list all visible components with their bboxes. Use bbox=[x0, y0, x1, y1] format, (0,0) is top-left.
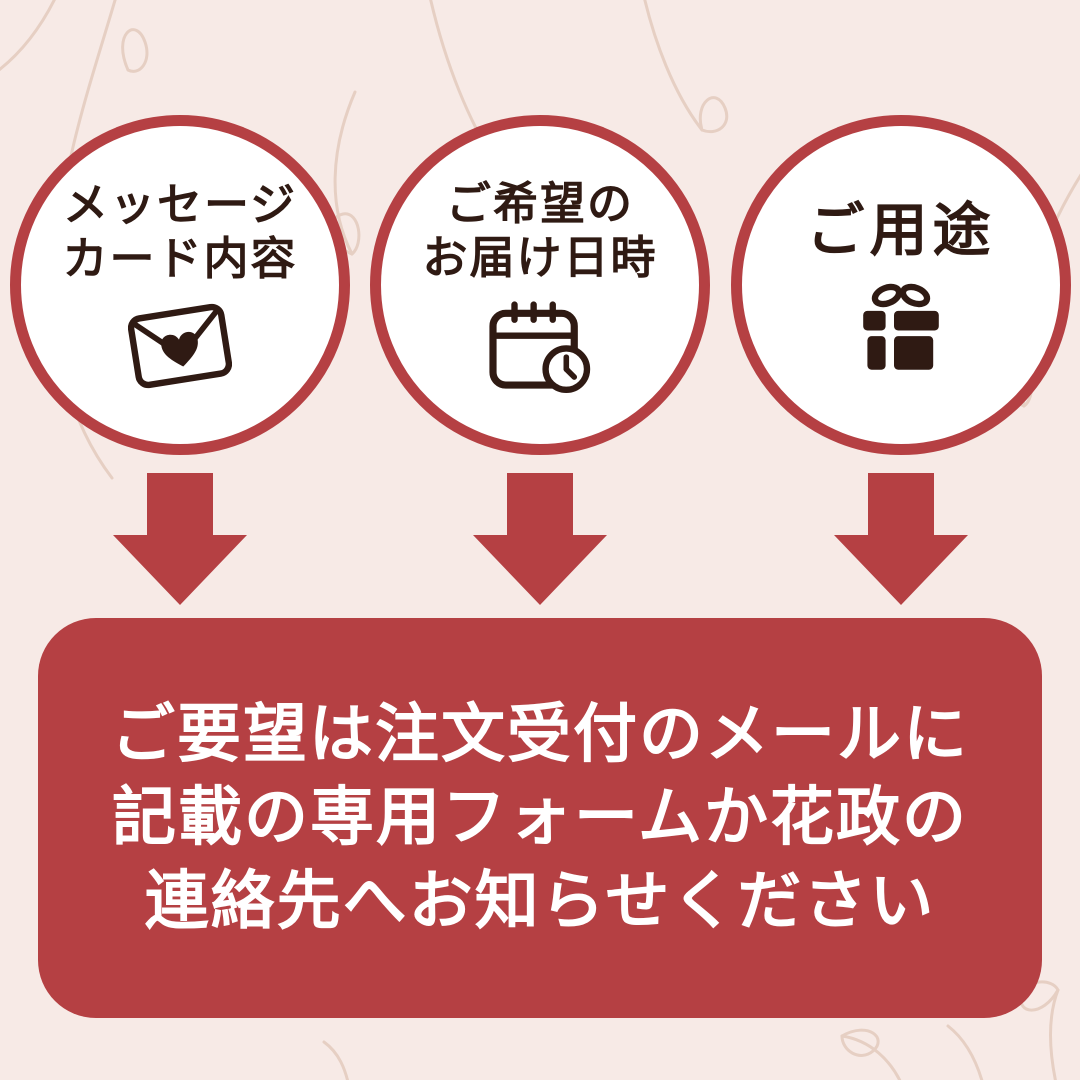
step-label-purpose: ご用途 bbox=[806, 196, 995, 266]
step-label-delivery-datetime: ご希望の お届け日時 bbox=[422, 177, 657, 285]
down-arrow-icon bbox=[113, 473, 247, 605]
step-circle-delivery-datetime: ご希望の お届け日時 bbox=[370, 115, 710, 455]
step-label-line: カード内容 bbox=[62, 233, 298, 284]
envelope-heart-icon bbox=[128, 303, 232, 389]
step-label-message-card: メッセージ カード内容 bbox=[62, 178, 297, 286]
step-label-line: お届け日時 bbox=[422, 232, 658, 283]
step-label-line: メッセージ bbox=[62, 179, 298, 230]
notice-line-3: 連絡先へお知らせください bbox=[144, 864, 936, 937]
notice-line-1: ご要望は注文受付のメールに bbox=[111, 698, 969, 771]
calendar-clock-icon bbox=[489, 301, 591, 393]
step-label-line: ご用途 bbox=[806, 198, 996, 264]
step-circle-purpose: ご用途 bbox=[731, 115, 1071, 455]
down-arrow-icon bbox=[473, 473, 607, 605]
step-label-line: ご希望の bbox=[445, 178, 634, 229]
notice-box: ご要望は注文受付のメールに 記載の専用フォームか花政の 連絡先へお知らせください bbox=[38, 618, 1042, 1018]
notice-line-2: 記載の専用フォームか花政の bbox=[111, 781, 969, 854]
gift-icon bbox=[863, 283, 939, 370]
down-arrow-icon bbox=[834, 473, 968, 605]
step-circle-message-card: メッセージ カード内容 bbox=[10, 115, 350, 455]
